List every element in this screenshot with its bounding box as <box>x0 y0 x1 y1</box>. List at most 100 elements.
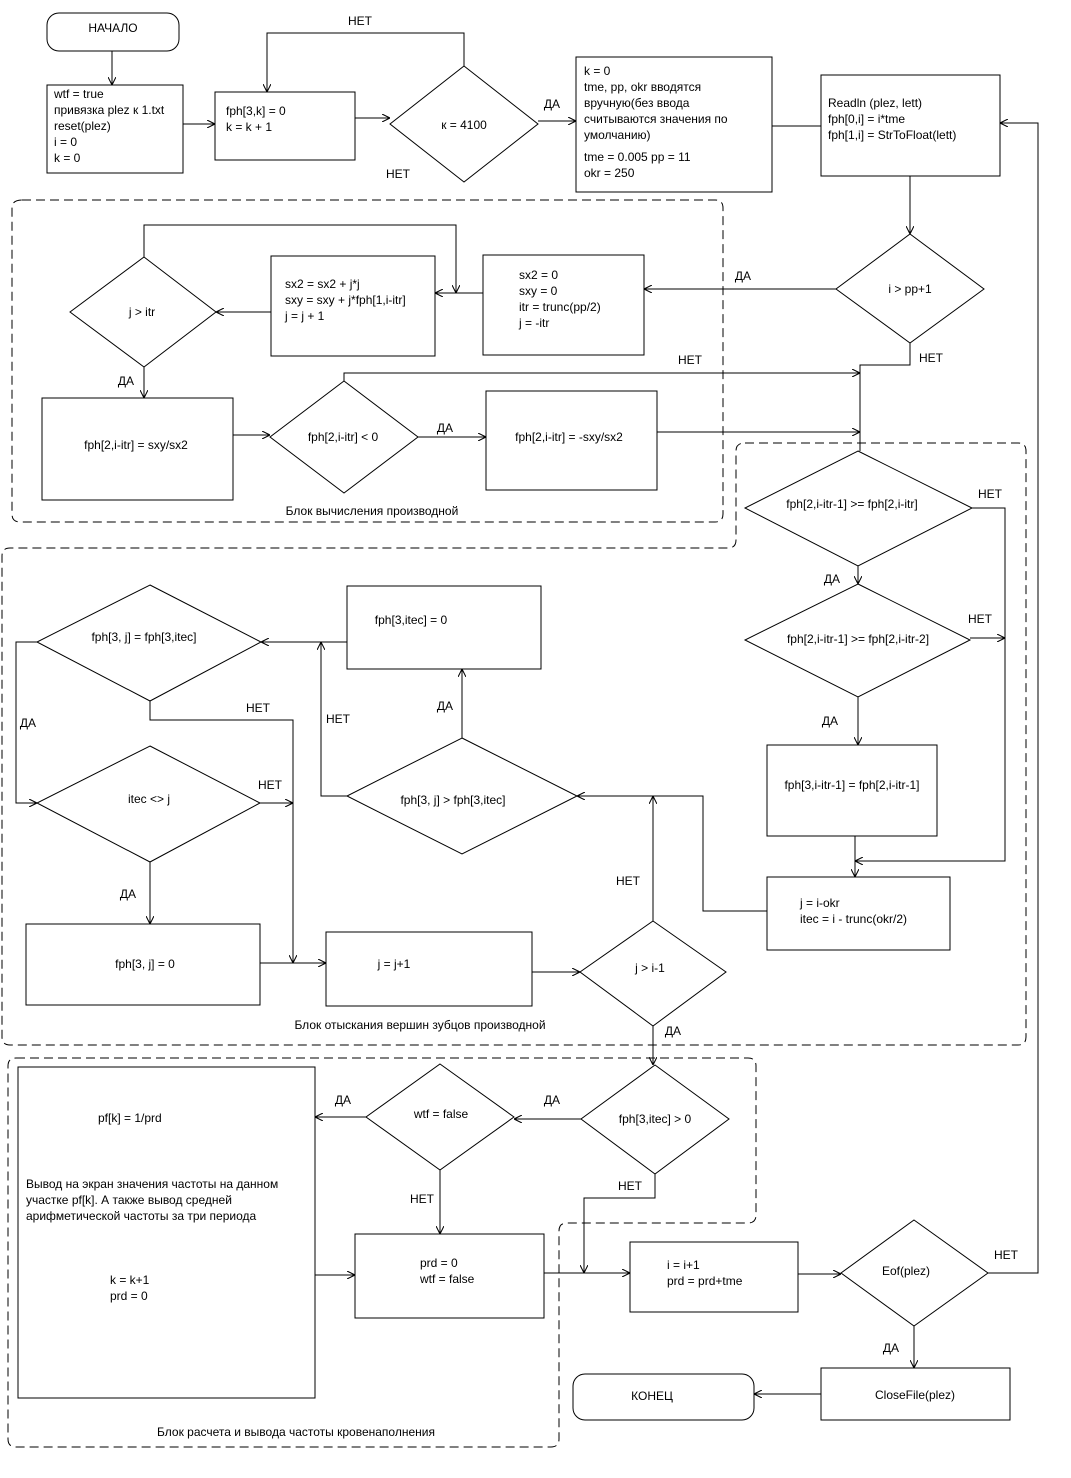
sums-init-line: sxy = 0 <box>519 284 558 298</box>
fph-init-line: k = k + 1 <box>226 120 272 134</box>
connectors <box>15 32 1039 1394</box>
no-label: НЕТ <box>919 351 944 365</box>
deriv-neg-decision <box>269 380 419 494</box>
yes-label: ДА <box>335 1093 351 1107</box>
init-block <box>46 84 184 174</box>
params-line: tme, pp, okr вводятся <box>584 80 701 94</box>
gt-check-label: fph[3, j] > fph[3,itec] <box>400 793 505 807</box>
edge-gt-no <box>321 642 347 797</box>
fph-init-block <box>214 91 356 161</box>
params-line: k = 0 <box>584 64 611 78</box>
no-label: НЕТ <box>994 1248 1019 1262</box>
j-okr-block <box>766 876 951 951</box>
freq-out-line: k = k+1 <box>110 1273 150 1287</box>
init-line: привязка plez к 1.txt <box>54 103 165 117</box>
yes-label: ДА <box>437 421 453 435</box>
group-derivative-caption: Блок вычисления производной <box>286 504 459 518</box>
sums-loop-line: j = j + 1 <box>284 309 325 323</box>
no-label: НЕТ <box>616 874 641 888</box>
no-label: НЕТ <box>386 167 411 181</box>
params-line: tme = 0.005 pp = 11 <box>584 150 691 164</box>
params-line: умолчанию) <box>584 128 651 142</box>
j-okr-line: itec = i - trunc(okr/2) <box>800 912 907 926</box>
yes-label: ДА <box>544 1093 560 1107</box>
fph-j-zero-label: fph[3, j] = 0 <box>115 957 175 971</box>
itec-ne-label: itec <> j <box>128 792 170 806</box>
gt-check-decision <box>345 737 579 855</box>
init-line: reset(plez) <box>54 119 111 133</box>
yes-label: ДА <box>665 1024 681 1038</box>
end-label: КОНЕЦ <box>631 1389 673 1403</box>
prd-reset-line: wtf = false <box>419 1272 475 1286</box>
start-label: НАЧАЛО <box>88 21 137 35</box>
no-label: НЕТ <box>678 353 703 367</box>
edge-j-loop-no <box>143 224 456 293</box>
readln-line: fph[1,i] = StrToFloat(lett) <box>828 128 956 142</box>
init-line: wtf = true <box>53 87 104 101</box>
freq-out-line: pf[k] = 1/prd <box>98 1111 162 1125</box>
yes-label: ДА <box>883 1341 899 1355</box>
peak-assign-block <box>766 744 938 837</box>
eq-check-label: fph[3, j] = fph[3,itec] <box>91 630 196 644</box>
j-inc-block <box>325 931 533 1007</box>
freq-out-line: Вывод на экран значения частоты на данно… <box>26 1177 278 1191</box>
deriv-block <box>41 397 234 501</box>
edge-peak1-no <box>855 507 1006 861</box>
yes-label: ДА <box>544 97 560 111</box>
edge-eq-no <box>149 701 293 963</box>
params-line: okr = 250 <box>584 166 635 180</box>
j-okr-line: j = i-okr <box>799 896 840 910</box>
i-inc-block <box>629 1241 799 1313</box>
edge-eof-no <box>988 123 1039 1274</box>
sums-init-line: itr = trunc(pp/2) <box>519 300 601 314</box>
i-inc-line: i = i+1 <box>667 1258 700 1272</box>
yes-label: ДА <box>120 887 136 901</box>
group-frequency-border <box>7 1057 757 1448</box>
yes-label: ДА <box>735 269 751 283</box>
no-label: НЕТ <box>258 778 283 792</box>
readln-line: fph[0,i] = i*tme <box>828 112 905 126</box>
edge-eq-yes <box>15 641 37 803</box>
k-check-label: к = 4100 <box>441 118 487 132</box>
no-label: НЕТ <box>326 712 351 726</box>
no-label: НЕТ <box>246 701 271 715</box>
no-label: НЕТ <box>618 1179 643 1193</box>
no-label: НЕТ <box>978 487 1003 501</box>
group-peaks-caption: Блок отыскания вершин зубцов производной <box>294 1018 545 1032</box>
wtf-check-label: wtf = false <box>413 1107 469 1121</box>
fph-j-zero-block <box>25 923 261 1006</box>
params-line: считываются значения по <box>584 112 728 126</box>
no-label: НЕТ <box>348 14 373 28</box>
close-file-block <box>820 1367 1011 1421</box>
i-inc-line: prd = prd+tme <box>667 1274 743 1288</box>
fph-init-line: fph[3,k] = 0 <box>226 104 286 118</box>
peak-assign-label: fph[3,i-itr-1] = fph[2,i-itr-1] <box>784 778 919 792</box>
init-line: i = 0 <box>54 135 77 149</box>
freq-out-block <box>17 1066 316 1399</box>
yes-label: ДА <box>824 572 840 586</box>
eof-label: Eof(plez) <box>882 1264 930 1278</box>
edge-neg-no <box>343 373 860 381</box>
i-check-label: i > pp+1 <box>888 282 932 296</box>
group-derivative-border <box>11 199 724 523</box>
j-i-label: j > i-1 <box>634 961 665 975</box>
sums-init-block <box>482 254 645 356</box>
close-file-label: CloseFile(plez) <box>875 1388 955 1402</box>
readln-line: Readln (plez, lett) <box>828 96 922 110</box>
peak-check2-label: fph[2,i-itr-1] >= fph[2,i-itr-2] <box>787 632 929 646</box>
edge-jokr-gtcheck <box>577 796 767 912</box>
group-peaks-border <box>1 442 1027 1046</box>
no-label: НЕТ <box>410 1192 435 1206</box>
peak-check1-label: fph[2,i-itr-1] >= fph[2,i-itr] <box>786 497 917 511</box>
group-frequency-caption: Блок расчета и вывода частоты кровенапол… <box>157 1425 435 1439</box>
deriv-label: fph[2,i-itr] = sxy/sx2 <box>84 438 188 452</box>
sums-loop-line: sxy = sxy + j*fph[1,i-itr] <box>285 293 406 307</box>
params-block <box>575 56 773 193</box>
deriv-neg-label: fph[2,i-itr] = -sxy/sx2 <box>515 430 623 444</box>
fph-itec-zero-block <box>346 585 542 670</box>
prd-reset-block <box>354 1233 545 1319</box>
freq-out-line: prd = 0 <box>110 1289 148 1303</box>
j-inc-label: j = j+1 <box>377 957 411 971</box>
deriv-neg-check-label: fph[2,i-itr] < 0 <box>308 430 379 444</box>
yes-label: ДА <box>118 374 134 388</box>
